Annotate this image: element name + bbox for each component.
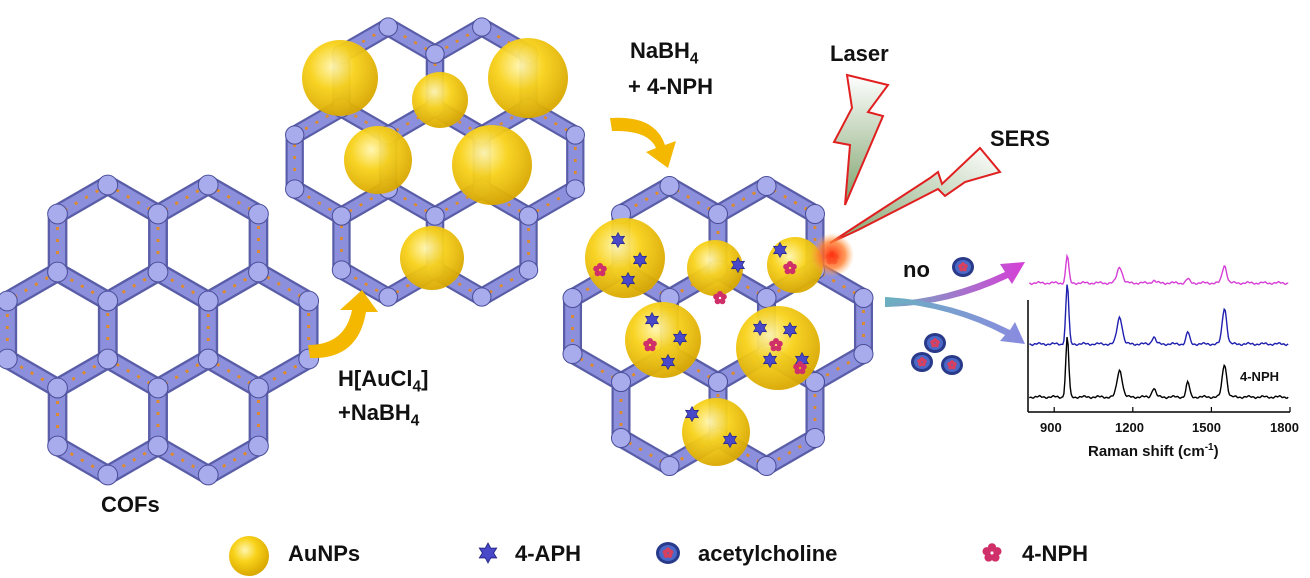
legend-4nph: 4-NPH <box>1022 541 1089 566</box>
raman-chart <box>1027 253 1291 413</box>
gold-nanoparticle <box>412 72 468 128</box>
adsorbed-molecules <box>593 231 839 449</box>
sers-label: SERS <box>990 126 1050 151</box>
step1-reagent-line2: +NaBH4 <box>338 400 420 430</box>
gold-nanoparticle <box>344 126 412 194</box>
arrow-au-to-sers <box>610 117 676 168</box>
legend-acetylcholine: acetylcholine <box>698 541 838 566</box>
cofs-label: COFs <box>101 492 160 517</box>
gold-nanoparticle <box>302 40 378 116</box>
blue-star-icon <box>478 542 498 564</box>
acetylcholine-molecule <box>911 352 933 372</box>
x-tick-1500: 1500 <box>1192 420 1221 435</box>
laser-bolt <box>832 73 890 206</box>
spectrum-line <box>1028 336 1289 400</box>
acetylcholine-molecule <box>924 333 946 353</box>
aph-molecule <box>752 319 768 337</box>
aph-molecule <box>762 351 778 369</box>
legend-4aph: 4-APH <box>515 541 582 566</box>
aph-molecule <box>644 311 660 329</box>
pink-flower-icon <box>982 543 1002 562</box>
aph-molecule <box>772 241 788 259</box>
aph-molecule <box>660 353 676 371</box>
acetylcholine-molecule <box>952 257 974 277</box>
arrow-cof-to-au <box>308 290 378 359</box>
acetylcholine-icons <box>911 257 974 375</box>
x-tick-1200: 1200 <box>1115 420 1144 435</box>
gold-nanoparticle <box>452 125 532 205</box>
step2-reagent-line1: NaBH4 <box>630 38 699 68</box>
sers-bolt <box>829 146 1002 244</box>
gold-nanoparticle <box>400 226 464 290</box>
cof-framework-bare <box>0 174 320 486</box>
gold-nanoparticle <box>488 38 568 118</box>
x-tick-1800: 1800 <box>1270 420 1299 435</box>
gold-sphere-icon <box>229 536 269 576</box>
x-axis-label: Raman shift (cm-1) <box>1088 442 1219 460</box>
aph-molecule <box>672 329 688 347</box>
spectrum-annotation: 4-NPH <box>1240 369 1280 384</box>
gold-nanoparticle <box>687 240 743 296</box>
acetylcholine-molecule <box>941 355 963 375</box>
hotspot-glow <box>810 233 854 277</box>
aph-molecule <box>632 251 648 269</box>
aph-molecule <box>684 405 700 423</box>
arrow-with-acetylcholine <box>885 297 1025 344</box>
step1-reagent-line1: H[AuCl4] <box>338 366 429 396</box>
laser-label: Laser <box>830 41 889 66</box>
spectrum-line <box>1028 253 1289 286</box>
step2-reagent-line2: + 4-NPH <box>628 74 713 99</box>
gold-nanoparticle <box>625 302 701 378</box>
gold-nanoparticle <box>682 398 750 466</box>
gold-nanoparticle <box>585 218 665 298</box>
aph-molecule <box>782 321 798 339</box>
aph-molecule <box>610 231 626 249</box>
spectrum-line <box>1029 284 1289 347</box>
aph-molecule <box>730 256 746 274</box>
aph-molecule <box>620 271 636 289</box>
aph-molecule <box>722 431 738 449</box>
x-tick-900: 900 <box>1040 420 1062 435</box>
no-label: no <box>903 257 930 282</box>
acetylcholine-icon <box>656 542 680 564</box>
legend-aunps: AuNPs <box>288 541 361 566</box>
